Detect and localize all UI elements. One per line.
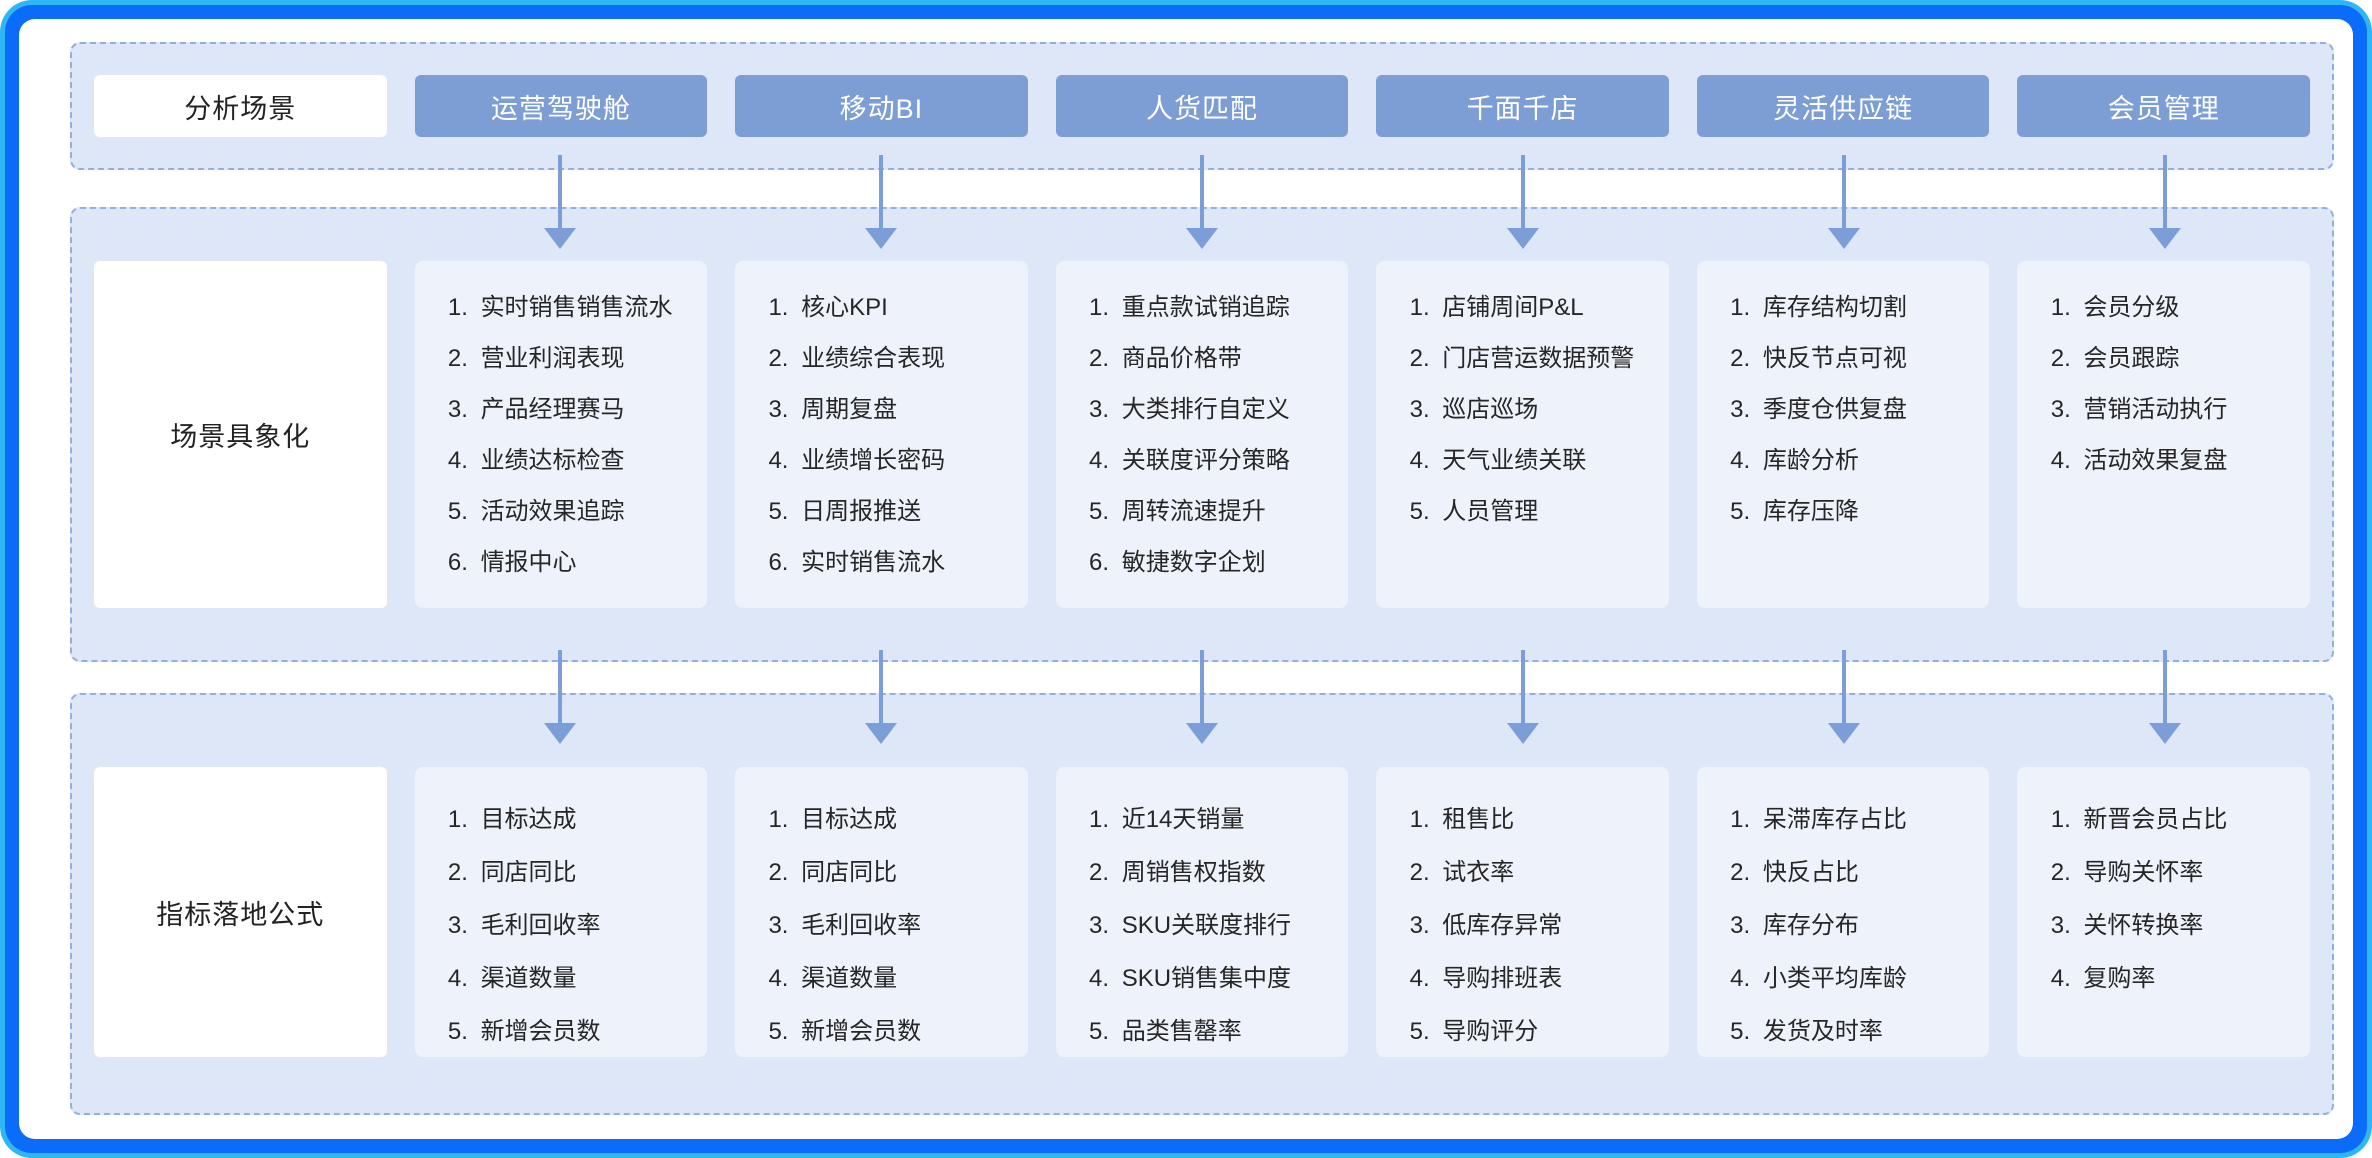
row-label-analysis-scenarios: 分析场景: [94, 75, 387, 137]
list-item: 渠道数量: [795, 964, 1018, 993]
concretization-card-operations-cockpit: 实时销售销售流水 营业利润表现 产品经理赛马 业绩达标检查 活动效果追踪 情报中…: [414, 261, 708, 608]
concretization-list-operations-cockpit: 实时销售销售流水 营业利润表现 产品经理赛马 业绩达标检查 活动效果追踪 情报中…: [433, 293, 698, 577]
list-item: 库龄分析: [1757, 446, 1980, 475]
list-item: 试衣率: [1436, 858, 1659, 887]
list-item: 门店营运数据预警: [1436, 344, 1659, 373]
list-item: 周转流速提升: [1116, 497, 1339, 526]
scenario-header-people-goods-matching: 人货匹配: [1055, 75, 1349, 137]
list-item: 小类平均库龄: [1757, 964, 1980, 993]
list-item: 业绩增长密码: [795, 446, 1018, 475]
list-item: 导购评分: [1436, 1017, 1659, 1046]
list-item: 同店同比: [795, 858, 1018, 887]
list-item: 目标达成: [795, 805, 1018, 834]
list-item: 营销活动执行: [2077, 395, 2300, 424]
list-item: 毛利回收率: [475, 911, 698, 940]
list-item: 租售比: [1436, 805, 1659, 834]
list-item: 目标达成: [475, 805, 698, 834]
concretization-card-people-goods-matching: 重点款试销追踪 商品价格带 大类排行自定义 关联度评分策略 周转流速提升 敏捷数…: [1055, 261, 1349, 608]
list-item: 周销售权指数: [1116, 858, 1339, 887]
concretization-list-people-goods-matching: 重点款试销追踪 商品价格带 大类排行自定义 关联度评分策略 周转流速提升 敏捷数…: [1074, 293, 1339, 577]
metrics-card-store-personalization: 租售比 试衣率 低库存异常 导购排班表 导购评分: [1376, 767, 1669, 1057]
list-item: 低库存异常: [1436, 911, 1659, 940]
list-item: 库存分布: [1757, 911, 1980, 940]
list-item: 库存结构切割: [1757, 293, 1980, 322]
list-item: 新晋会员占比: [2077, 805, 2300, 834]
list-item: 活动效果追踪: [475, 497, 698, 526]
metrics-list-member-management: 新晋会员占比 导购关怀率 关怀转换率 复购率: [2035, 805, 2300, 993]
concretization-list-mobile-bi: 核心KPI 业绩综合表现 周期复盘 业绩增长密码 日周报推送 实时销售流水: [753, 293, 1018, 577]
row-label-scenario-concretization: 场景具象化: [94, 261, 387, 608]
row-label-metric-formulas: 指标落地公式: [94, 767, 387, 1057]
list-item: 人员管理: [1436, 497, 1659, 526]
list-item: 会员跟踪: [2077, 344, 2300, 373]
list-item: 产品经理赛马: [475, 395, 698, 424]
concretization-list-store-personalization: 店铺周间P&L 门店营运数据预警 巡店巡场 天气业绩关联 人员管理: [1394, 293, 1659, 526]
metrics-list-store-personalization: 租售比 试衣率 低库存异常 导购排班表 导购评分: [1394, 805, 1659, 1046]
list-item: 关联度评分策略: [1116, 446, 1339, 475]
list-item: 周期复盘: [795, 395, 1018, 424]
list-item: 导购排班表: [1436, 964, 1659, 993]
concretization-card-store-personalization: 店铺周间P&L 门店营运数据预警 巡店巡场 天气业绩关联 人员管理: [1376, 261, 1669, 608]
list-item: 大类排行自定义: [1116, 395, 1339, 424]
list-item: 实时销售流水: [795, 548, 1018, 577]
list-item: 核心KPI: [795, 293, 1018, 322]
section-metric-formulas: 指标落地公式 目标达成 同店同比 毛利回收率 渠道数量 新增会员数 目标达成 同…: [70, 693, 2334, 1115]
list-item: 发货及时率: [1757, 1017, 1980, 1046]
list-item: 重点款试销追踪: [1116, 293, 1339, 322]
list-item: 关怀转换率: [2077, 911, 2300, 940]
list-item: 近14天销量: [1116, 805, 1339, 834]
scenario-header-store-personalization: 千面千店: [1376, 75, 1669, 137]
metrics-card-member-management: 新晋会员占比 导购关怀率 关怀转换率 复购率: [2017, 767, 2310, 1057]
scenario-header-member-management: 会员管理: [2017, 75, 2310, 137]
list-item: 季度仓供复盘: [1757, 395, 1980, 424]
scenario-header-flexible-supply-chain: 灵活供应链: [1696, 75, 1990, 137]
metrics-list-mobile-bi: 目标达成 同店同比 毛利回收率 渠道数量 新增会员数: [753, 805, 1018, 1046]
list-item: 天气业绩关联: [1436, 446, 1659, 475]
list-item: 业绩达标检查: [475, 446, 698, 475]
list-item: 营业利润表现: [475, 344, 698, 373]
list-item: 快反占比: [1757, 858, 1980, 887]
scenario-header-operations-cockpit: 运营驾驶舱: [414, 75, 708, 137]
list-item: 同店同比: [475, 858, 698, 887]
list-item: 新增会员数: [475, 1017, 698, 1046]
list-item: SKU销售集中度: [1116, 964, 1339, 993]
list-item: 库存压降: [1757, 497, 1980, 526]
list-item: 呆滞库存占比: [1757, 805, 1980, 834]
metrics-list-operations-cockpit: 目标达成 同店同比 毛利回收率 渠道数量 新增会员数: [433, 805, 698, 1046]
metrics-card-mobile-bi: 目标达成 同店同比 毛利回收率 渠道数量 新增会员数: [735, 767, 1028, 1057]
metrics-list-people-goods-matching: 近14天销量 周销售权指数 SKU关联度排行 SKU销售集中度 品类售罄率: [1074, 805, 1339, 1046]
list-item: 毛利回收率: [795, 911, 1018, 940]
list-item: 新增会员数: [795, 1017, 1018, 1046]
list-item: 业绩综合表现: [795, 344, 1018, 373]
concretization-card-mobile-bi: 核心KPI 业绩综合表现 周期复盘 业绩增长密码 日周报推送 实时销售流水: [735, 261, 1028, 608]
scenario-header-mobile-bi: 移动BI: [735, 75, 1028, 137]
concretization-card-member-management: 会员分级 会员跟踪 营销活动执行 活动效果复盘: [2017, 261, 2310, 608]
list-item: 敏捷数字企划: [1116, 548, 1339, 577]
metrics-card-operations-cockpit: 目标达成 同店同比 毛利回收率 渠道数量 新增会员数: [414, 767, 708, 1057]
list-item: 商品价格带: [1116, 344, 1339, 373]
list-item: 品类售罄率: [1116, 1017, 1339, 1046]
section-analysis-scenarios: 分析场景 运营驾驶舱 移动BI 人货匹配 千面千店 灵活供应链 会员管理: [70, 42, 2334, 170]
list-item: 会员分级: [2077, 293, 2300, 322]
concretization-list-member-management: 会员分级 会员跟踪 营销活动执行 活动效果复盘: [2035, 293, 2300, 475]
list-item: 复购率: [2077, 964, 2300, 993]
metrics-card-people-goods-matching: 近14天销量 周销售权指数 SKU关联度排行 SKU销售集中度 品类售罄率: [1055, 767, 1349, 1057]
list-item: 情报中心: [475, 548, 698, 577]
metrics-list-flexible-supply-chain: 呆滞库存占比 快反占比 库存分布 小类平均库龄 发货及时率: [1715, 805, 1980, 1046]
metrics-card-flexible-supply-chain: 呆滞库存占比 快反占比 库存分布 小类平均库龄 发货及时率: [1696, 767, 1990, 1057]
section-scenario-concretization: 场景具象化 实时销售销售流水 营业利润表现 产品经理赛马 业绩达标检查 活动效果…: [70, 207, 2334, 662]
list-item: 导购关怀率: [2077, 858, 2300, 887]
list-item: 活动效果复盘: [2077, 446, 2300, 475]
list-item: 巡店巡场: [1436, 395, 1659, 424]
list-item: SKU关联度排行: [1116, 911, 1339, 940]
list-item: 日周报推送: [795, 497, 1018, 526]
concretization-list-flexible-supply-chain: 库存结构切割 快反节点可视 季度仓供复盘 库龄分析 库存压降: [1715, 293, 1980, 526]
list-item: 店铺周间P&L: [1436, 293, 1659, 322]
list-item: 快反节点可视: [1757, 344, 1980, 373]
list-item: 渠道数量: [475, 964, 698, 993]
concretization-card-flexible-supply-chain: 库存结构切割 快反节点可视 季度仓供复盘 库龄分析 库存压降: [1696, 261, 1990, 608]
list-item: 实时销售销售流水: [475, 293, 698, 322]
